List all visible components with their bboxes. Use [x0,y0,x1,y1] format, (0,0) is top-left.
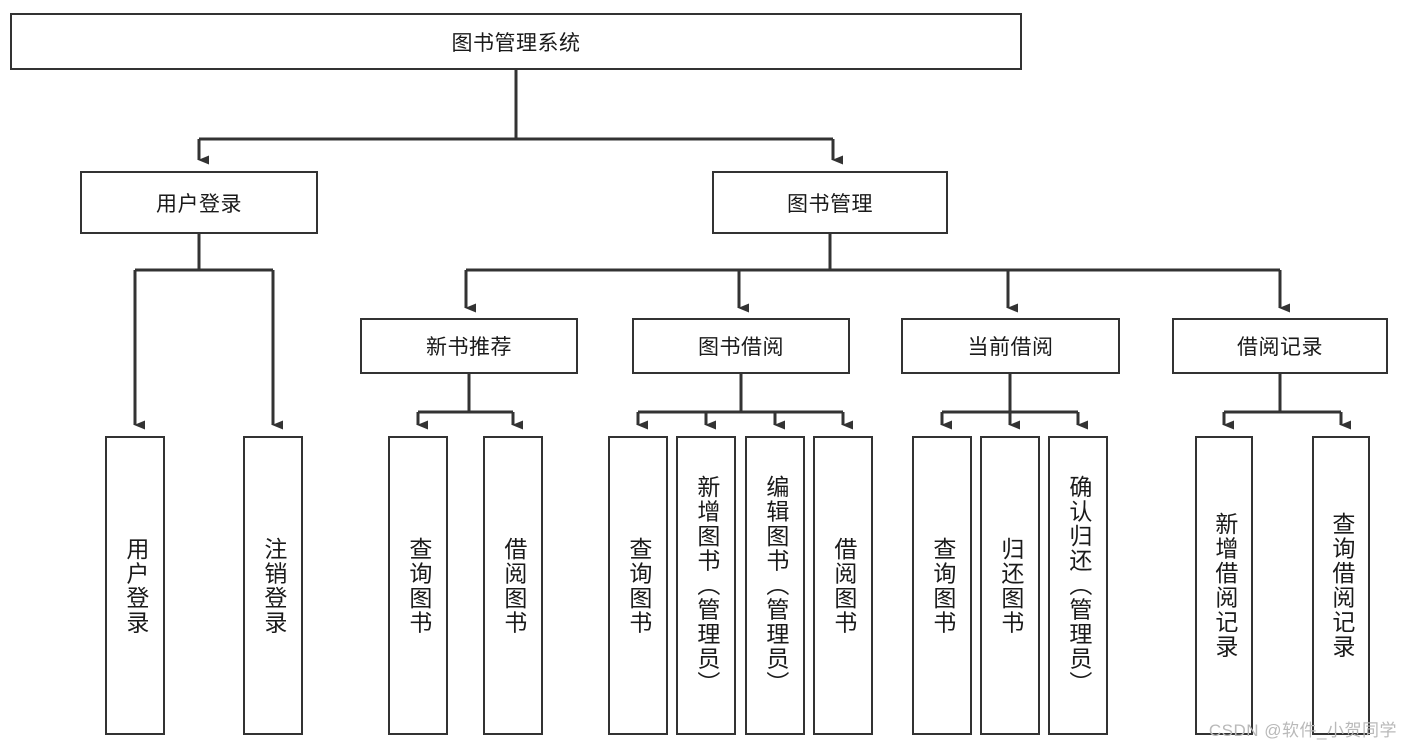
node-leaf-add-borrow-record[interactable]: 新增借阅记录 [1195,436,1253,735]
node-leaf-borrow-book[interactable]: 借阅图书 [813,436,873,735]
node-leaf-confirm-return-admin[interactable]: 确认归还（管理员） [1048,436,1108,735]
node-leaf-add-book-admin[interactable]: 新增图书（管理员） [676,436,736,735]
node-leaf-query-borrow-record[interactable]: 查询借阅记录 [1312,436,1370,735]
watermark-text: CSDN @软件_小贺同学 [1208,721,1397,740]
node-leaf-query-book-current[interactable]: 查询图书 [912,436,972,735]
node-root[interactable]: 图书管理系统 [10,13,1022,70]
node-leaf-borrow-book-newbook[interactable]: 借阅图书 [483,436,543,735]
node-leaf-query-book-borrow[interactable]: 查询图书 [608,436,668,735]
node-leaf-return-book[interactable]: 归还图书 [980,436,1040,735]
node-level2-current-borrow[interactable]: 当前借阅 [901,318,1120,374]
node-leaf-logout[interactable]: 注销登录 [243,436,303,735]
node-level2-new-book-recommend[interactable]: 新书推荐 [360,318,578,374]
node-level2-book-borrow[interactable]: 图书借阅 [632,318,850,374]
node-leaf-query-book-newbook[interactable]: 查询图书 [388,436,448,735]
node-level2-borrow-record[interactable]: 借阅记录 [1172,318,1388,374]
node-level1-book-management[interactable]: 图书管理 [712,171,948,234]
node-level1-user-login[interactable]: 用户登录 [80,171,318,234]
node-leaf-user-login[interactable]: 用户登录 [105,436,165,735]
node-leaf-edit-book-admin[interactable]: 编辑图书（管理员） [745,436,805,735]
